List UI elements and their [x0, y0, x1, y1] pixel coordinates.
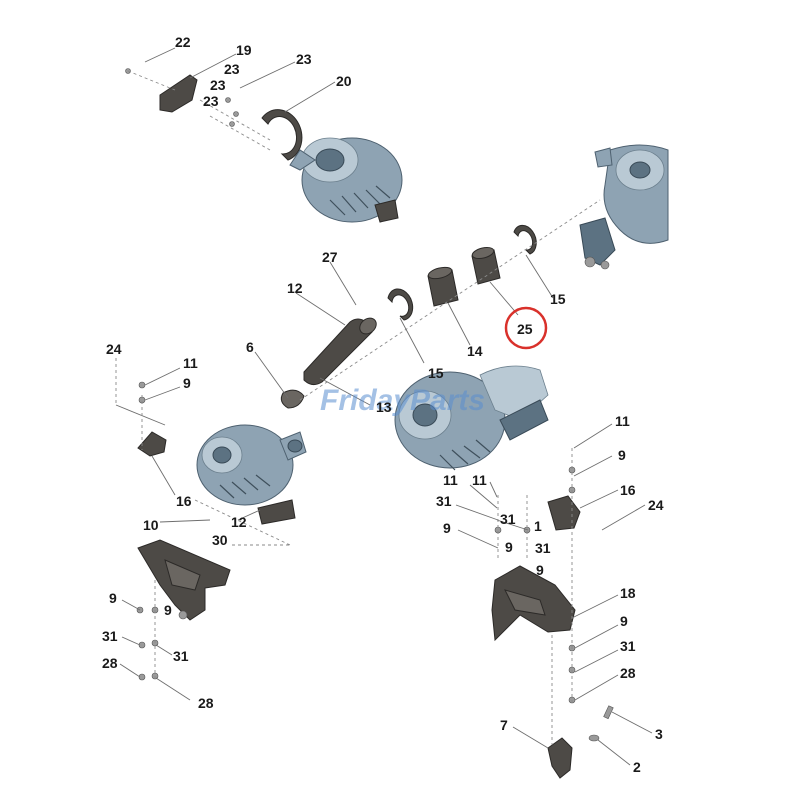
callout-27: 27	[322, 249, 338, 265]
callout-7: 7	[500, 717, 508, 733]
watermark: FridayParts	[320, 384, 485, 417]
callout-9: 9	[620, 613, 628, 629]
callout-1: 1	[534, 518, 542, 534]
callout-11: 11	[472, 472, 487, 488]
engine-side-turbo	[579, 144, 669, 270]
center-turbo	[394, 365, 549, 471]
callout-23: 23	[296, 51, 312, 67]
watermark-part2: Parts	[410, 384, 485, 417]
callout-2: 2	[633, 759, 641, 775]
callout-12: 12	[287, 280, 303, 296]
bracket-19	[159, 74, 198, 113]
callout-16: 16	[620, 482, 636, 498]
callout-9: 9	[164, 602, 172, 618]
clamp-20	[261, 109, 303, 161]
callout-9: 9	[536, 562, 544, 578]
callout-28: 28	[620, 665, 636, 681]
callout-9: 9	[505, 539, 513, 555]
callout-3: 3	[655, 726, 663, 742]
callout-20: 20	[336, 73, 352, 89]
callout-28: 28	[102, 655, 118, 671]
left-support-bracket	[136, 381, 231, 681]
clamp-15-left	[387, 288, 414, 321]
intake-pipe-set	[280, 199, 601, 409]
callout-22: 22	[175, 34, 191, 50]
callout-10: 10	[143, 517, 159, 533]
bracket-16-right	[547, 495, 581, 531]
callout-30: 30	[212, 532, 228, 548]
callout-23: 23	[210, 77, 226, 93]
right-support-bracket	[491, 466, 581, 704]
callout-25: 25	[517, 321, 533, 337]
callout-31: 31	[436, 493, 452, 509]
bracket-16-left	[137, 431, 167, 457]
callout-9: 9	[109, 590, 117, 606]
washer-2	[588, 734, 600, 742]
clip-7	[547, 737, 573, 779]
callout-6: 6	[246, 339, 254, 355]
upper-turbo-foot	[374, 199, 399, 223]
callout-23: 23	[203, 93, 219, 109]
callout-28: 28	[198, 695, 214, 711]
callout-23: 23	[224, 61, 240, 77]
callout-13: 13	[376, 399, 392, 415]
callout-24: 24	[648, 497, 664, 513]
callout-15: 15	[550, 291, 566, 307]
gasket-6	[280, 389, 305, 409]
highlight-ring	[504, 306, 548, 350]
upper-turbo-assembly	[125, 68, 403, 223]
callout-11: 11	[615, 413, 630, 429]
callout-31: 31	[535, 540, 551, 556]
callout-9: 9	[443, 520, 451, 536]
left-turbo-foot	[257, 499, 296, 525]
callout-9: 9	[183, 375, 191, 391]
callout-16: 16	[176, 493, 192, 509]
watermark-part1: Friday	[320, 384, 411, 417]
bolt-3	[603, 705, 614, 720]
watermark-text: FridayParts	[320, 384, 485, 417]
callout-18: 18	[620, 585, 636, 601]
callout-12: 12	[231, 514, 247, 530]
callout-31: 31	[500, 511, 516, 527]
callout-31: 31	[102, 628, 118, 644]
callout-15: 15	[428, 365, 444, 381]
callout-24: 24	[106, 341, 122, 357]
upper-turbo-flange	[289, 149, 316, 171]
leader-lines	[115, 47, 653, 766]
callout-11: 11	[443, 472, 458, 488]
clamp-15-right	[513, 224, 537, 255]
callout-31: 31	[620, 638, 636, 654]
callouts: 22 19 23 23 23 23 20 27 12 15 14 15 24 1…	[102, 34, 664, 775]
callout-9: 9	[618, 447, 626, 463]
upper-turbo-bore	[315, 148, 345, 172]
engine-turbo-elbow	[579, 217, 616, 266]
left-turbo	[137, 424, 307, 525]
callout-31: 31	[173, 648, 189, 664]
callout-14: 14	[467, 343, 483, 359]
bottom-clip-set	[547, 705, 614, 779]
callout-11: 11	[183, 355, 198, 371]
callout-19: 19	[236, 42, 252, 58]
